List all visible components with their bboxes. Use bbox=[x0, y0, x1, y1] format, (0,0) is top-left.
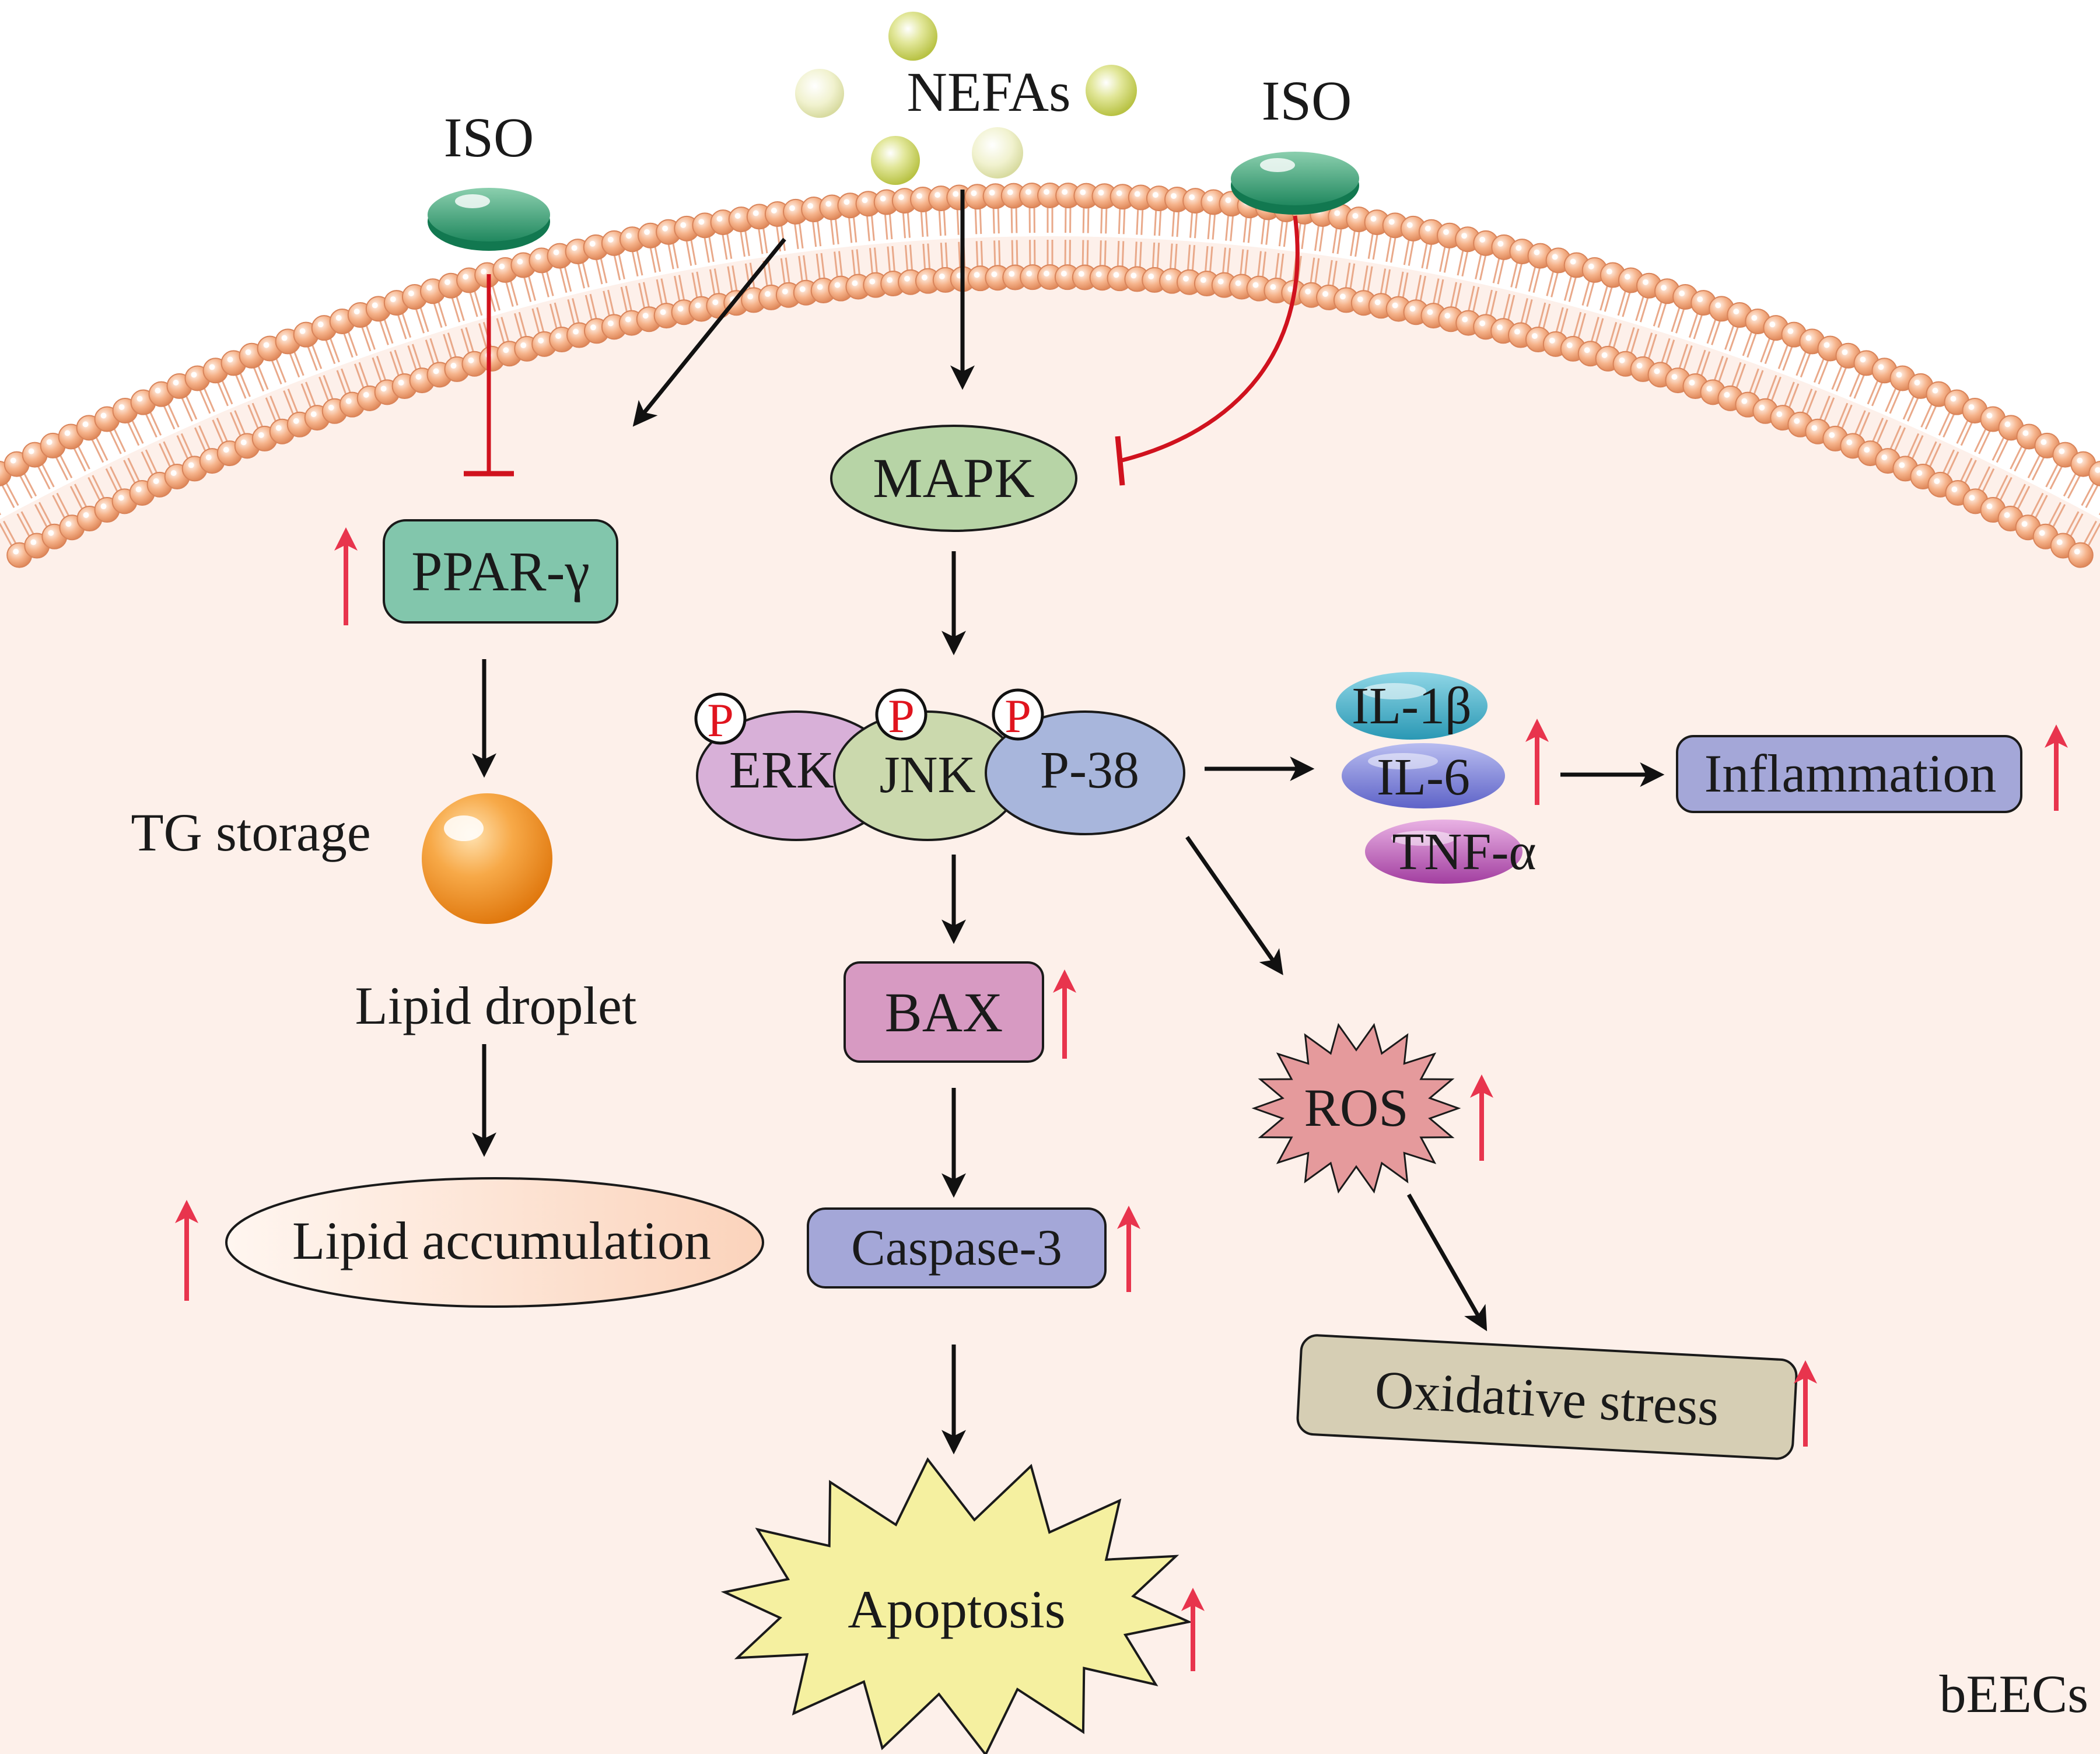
phospho-label: P bbox=[1005, 689, 1031, 743]
inhibit-iso-mapk bbox=[1119, 215, 1300, 463]
ros-label: ROS bbox=[1304, 1078, 1409, 1137]
nefa-molecule bbox=[888, 12, 937, 61]
tg-storage-group: TG storage bbox=[131, 793, 552, 924]
phospho-marker-erk: P bbox=[694, 692, 747, 747]
iso-right: ISO bbox=[1231, 69, 1359, 215]
bax-label: BAX bbox=[885, 981, 1003, 1044]
lipid-droplet-icon bbox=[422, 793, 552, 924]
erk-label: ERK bbox=[729, 741, 834, 799]
nefa-molecule bbox=[972, 127, 1023, 178]
lipid-accumulation-label: Lipid accumulation bbox=[292, 1211, 711, 1270]
phospho-marker-jnk: P bbox=[875, 688, 928, 743]
arrow-ros-to-oxidative bbox=[1406, 1193, 1488, 1332]
p38-node bbox=[985, 710, 1185, 835]
iso-molecule-icon bbox=[428, 188, 550, 241]
p38-label: P-38 bbox=[1040, 741, 1139, 799]
connectors bbox=[472, 190, 1665, 1455]
ros-node: ROS bbox=[1251, 1023, 1461, 1194]
lipid-droplet-label: Lipid droplet bbox=[355, 976, 637, 1035]
arrow-kinases-to-ros bbox=[1185, 836, 1283, 975]
iso-left: ISO bbox=[428, 106, 550, 251]
mapk-label: MAPK bbox=[873, 447, 1034, 509]
caspase3-node: Caspase-3 bbox=[807, 1207, 1107, 1289]
ppar-label: PPAR-γ bbox=[411, 540, 590, 603]
phospho-marker-p38: P bbox=[992, 688, 1044, 743]
phospho-label: P bbox=[888, 689, 915, 743]
iso-molecule-icon bbox=[1231, 152, 1359, 205]
lipid-accumulation-node: Lipid accumulation bbox=[225, 1177, 764, 1308]
upregulation-arrows bbox=[175, 527, 2068, 1671]
tg-storage-label: TG storage bbox=[131, 803, 370, 862]
mapk-node: MAPK bbox=[830, 425, 1077, 532]
oxidative-stress-node: Oxidative stress bbox=[1296, 1334, 1798, 1460]
apoptosis-label: Apoptosis bbox=[848, 1580, 1065, 1639]
cell-membrane bbox=[0, 183, 2100, 568]
bax-node: BAX bbox=[844, 961, 1044, 1063]
il6-label: IL-6 bbox=[1377, 748, 1470, 806]
cell-label: bEECs bbox=[1939, 1664, 2088, 1724]
nefa-molecule bbox=[871, 136, 920, 185]
ppar-node: PPAR-γ bbox=[383, 519, 618, 624]
tnfa-label: TNF-α bbox=[1392, 823, 1536, 881]
inhibitors bbox=[464, 215, 1300, 486]
nefas-label: NEFAs bbox=[907, 61, 1071, 123]
caspase3-label: Caspase-3 bbox=[851, 1220, 1062, 1276]
inflammation-label: Inflammation bbox=[1704, 744, 1997, 803]
lipid-head bbox=[2067, 542, 2094, 568]
apoptosis-node: Apoptosis bbox=[720, 1457, 1193, 1754]
inhibit-iso-mapk-bar bbox=[1115, 436, 1125, 486]
nefas-cluster: NEFAs bbox=[795, 12, 1137, 185]
phospho-label: P bbox=[707, 694, 734, 747]
arrow-nefas-to-ppar bbox=[632, 237, 786, 427]
nefa-molecule bbox=[1086, 65, 1137, 116]
cytokine-stack: IL-1β IL-6 TNF-α bbox=[1336, 672, 1536, 884]
nefa-molecule bbox=[795, 69, 844, 118]
jnk-label: JNK bbox=[879, 746, 975, 804]
kinase-complex: ERK JNK P-38 P P P bbox=[694, 688, 1185, 841]
iso-right-label: ISO bbox=[1262, 69, 1352, 132]
inflammation-node: Inflammation bbox=[1676, 735, 2022, 813]
il1b-label: IL-1β bbox=[1352, 677, 1472, 735]
iso-left-label: ISO bbox=[444, 106, 534, 169]
